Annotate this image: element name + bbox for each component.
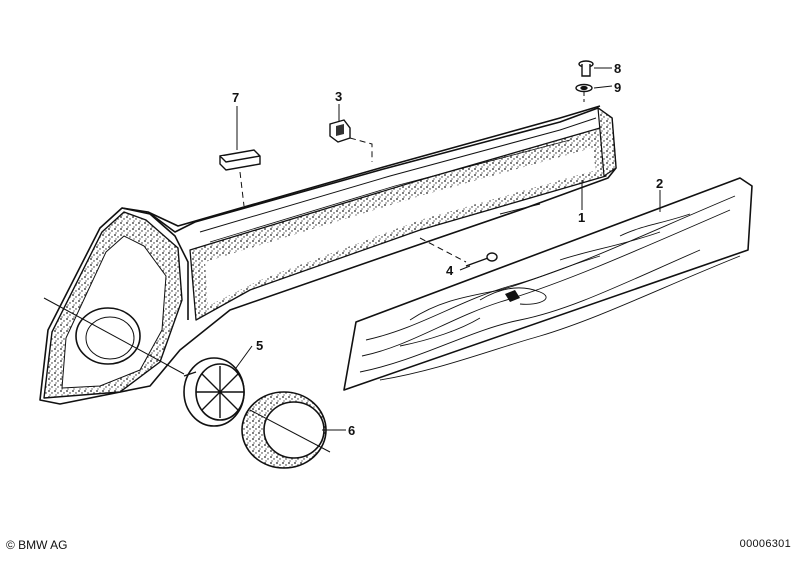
speaker-ring-part-6 xyxy=(241,391,327,469)
callout-3: 3 xyxy=(335,89,342,104)
callout-1: 1 xyxy=(578,210,585,225)
screw-part-4 xyxy=(465,252,498,267)
copyright-label: © BMW AG xyxy=(6,538,68,552)
callout-9: 9 xyxy=(614,80,621,95)
callout-4: 4 xyxy=(446,263,454,278)
washer-part-9 xyxy=(575,83,593,93)
clip-part-3 xyxy=(329,119,351,143)
callout-8: 8 xyxy=(614,61,621,76)
callout-5: 5 xyxy=(256,338,263,353)
pin-part-8 xyxy=(578,60,594,77)
callout-6: 6 xyxy=(348,423,355,438)
speaker-grille-part-5 xyxy=(183,357,245,427)
leader-lines xyxy=(43,67,661,453)
cap-part-7 xyxy=(219,149,261,171)
wood-trim-part-2 xyxy=(343,177,753,391)
diagram-id-label: 00006301 xyxy=(739,538,791,550)
callout-7: 7 xyxy=(232,90,239,105)
console-trim-part-1 xyxy=(39,105,617,405)
callout-2: 2 xyxy=(656,176,663,191)
